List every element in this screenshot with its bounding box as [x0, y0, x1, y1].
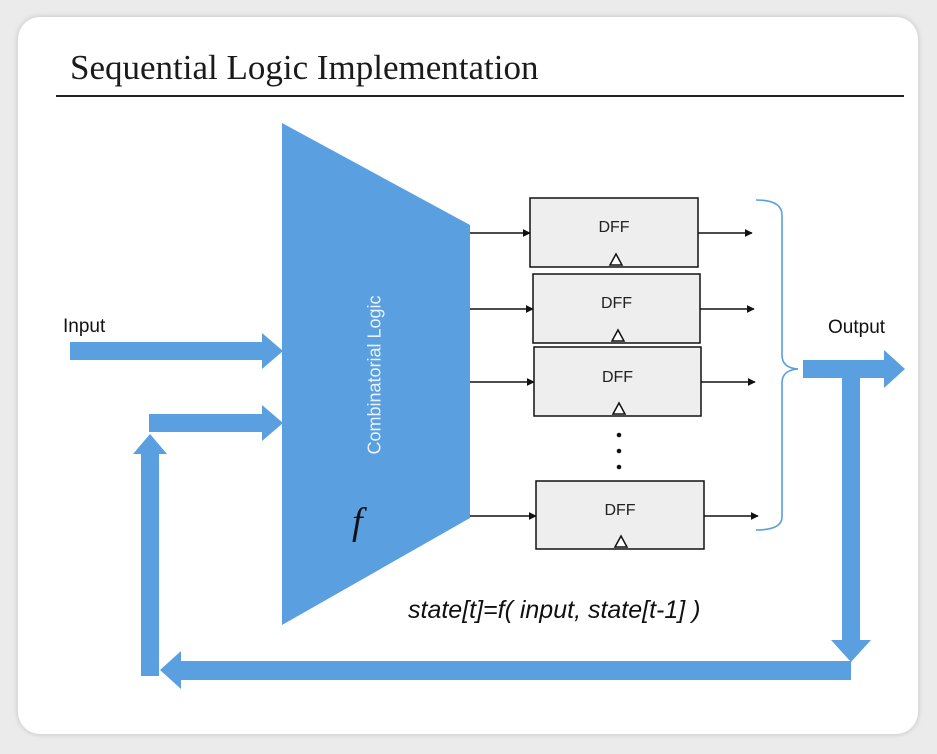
feedback-return-arrow — [160, 651, 851, 689]
function-symbol: f — [352, 501, 363, 543]
title-divider — [56, 95, 904, 97]
page-title: Sequential Logic Implementation — [70, 48, 539, 87]
dff-2-clock-icon — [610, 328, 626, 342]
dff-4-label: DFF — [604, 502, 636, 519]
dff-4-clock-icon — [613, 534, 629, 548]
dff-3-label: DFF — [601, 369, 634, 386]
feedback-riser-arrow — [133, 434, 167, 676]
dff-1-box — [529, 197, 699, 268]
dff-2-label: DFF — [600, 295, 633, 312]
dff-row-3 — [470, 346, 756, 417]
dff-row-2 — [470, 273, 755, 344]
output-down-arrow — [831, 372, 871, 662]
output-brace — [755, 199, 799, 531]
combinatorial-logic-block — [282, 123, 470, 625]
state-equation: state[t]=f( input, state[t-1] ) — [408, 596, 701, 624]
dff-3-box — [533, 346, 702, 417]
feedback-arrow-into-block — [149, 405, 283, 441]
dff-row-1 — [470, 197, 753, 268]
output-arrow — [803, 350, 905, 388]
dff-1-label: DFF — [598, 219, 630, 236]
input-arrow — [70, 333, 283, 369]
dff-1-clock-icon — [608, 252, 624, 266]
ellipsis-dot-1 — [616, 432, 622, 438]
input-label: Input — [63, 316, 106, 337]
combinatorial-logic-label: Combinatorial Logic — [364, 295, 385, 455]
ellipsis-dot-3 — [616, 464, 622, 470]
output-label: Output — [828, 317, 886, 338]
dff-row-4 — [470, 480, 759, 550]
dff-3-clock-icon — [611, 401, 627, 415]
ellipsis-dot-2 — [616, 448, 622, 454]
